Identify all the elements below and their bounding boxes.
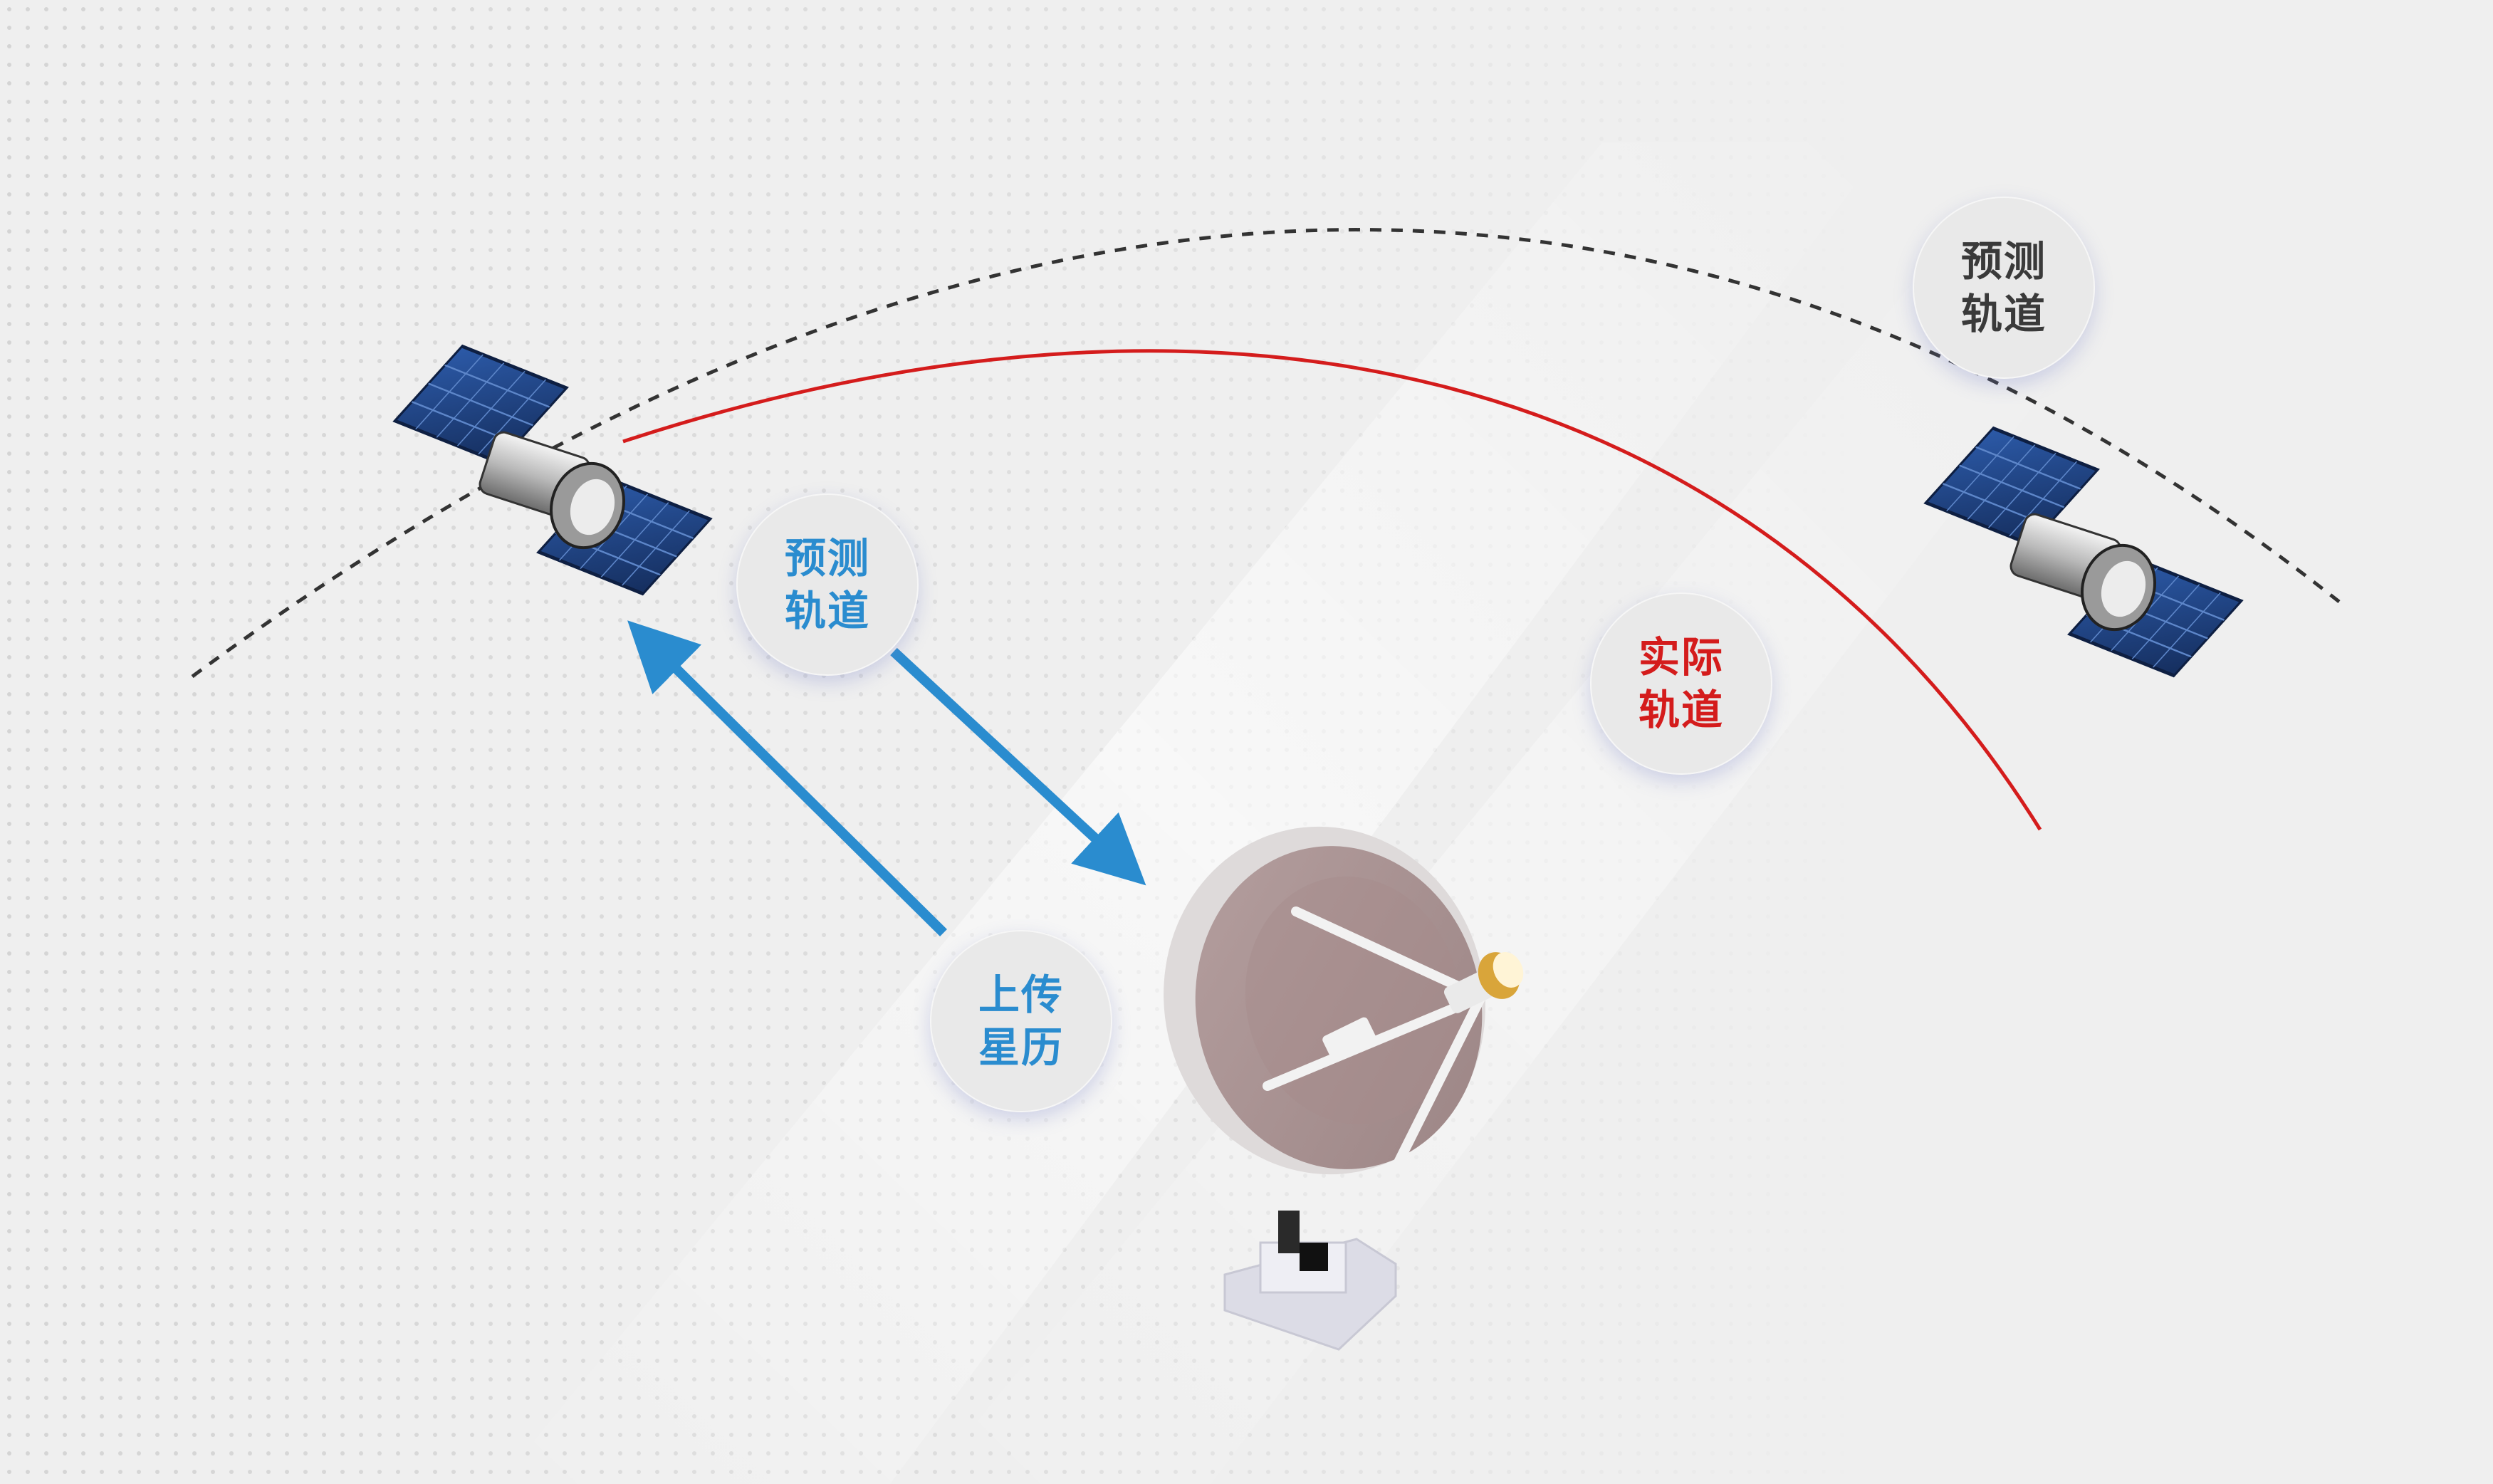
badge-text: 实际: [1639, 631, 1724, 684]
predicted-orbit-badge-top: 预测 轨道: [1913, 197, 2095, 379]
predicted-orbit-badge: 预测 轨道: [736, 493, 919, 676]
badge-text: 预测: [785, 532, 870, 585]
actual-orbit-badge: 实际 轨道: [1590, 592, 1772, 775]
badge-text: 轨道: [785, 585, 870, 637]
badge-text: 上传: [978, 968, 1064, 1021]
badge-text: 轨道: [1961, 288, 2047, 340]
upload-ephemeris-badge: 上传 星历: [930, 930, 1112, 1112]
badge-text: 预测: [1961, 235, 2047, 288]
badge-text: 轨道: [1639, 684, 1724, 736]
badge-text: 星历: [978, 1021, 1064, 1074]
